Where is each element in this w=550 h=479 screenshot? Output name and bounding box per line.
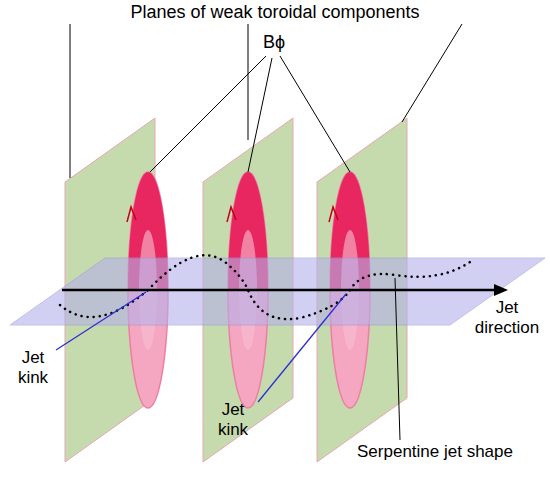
leader-line xyxy=(248,24,249,140)
leader-line xyxy=(56,292,146,350)
kink-leaders xyxy=(56,292,346,402)
leader-line xyxy=(258,294,346,402)
jet-plane xyxy=(10,258,545,325)
leader-line xyxy=(150,56,266,172)
axis-arrowhead xyxy=(494,284,508,296)
leader-line xyxy=(70,24,71,178)
callout-label: Serpentine jet shape xyxy=(330,442,540,462)
callout-label: Jet kink xyxy=(8,348,58,388)
leader-line xyxy=(402,24,462,122)
callout-label: Jet direction xyxy=(466,298,548,338)
field-arrow xyxy=(227,207,236,222)
leader-lines xyxy=(70,24,462,440)
callout-label: Bϕ xyxy=(246,32,302,52)
serpentine-curve xyxy=(60,255,470,319)
leader-line xyxy=(395,278,400,440)
leader-line xyxy=(280,56,350,172)
leader-line xyxy=(248,58,272,172)
jet-axis xyxy=(62,284,508,296)
axis-line xyxy=(62,289,496,292)
field-arrow xyxy=(329,207,338,222)
callout-label: Planes of weak toroidal components xyxy=(20,2,530,22)
field-arrow xyxy=(127,207,136,222)
callout-label: Jet kink xyxy=(208,400,258,440)
